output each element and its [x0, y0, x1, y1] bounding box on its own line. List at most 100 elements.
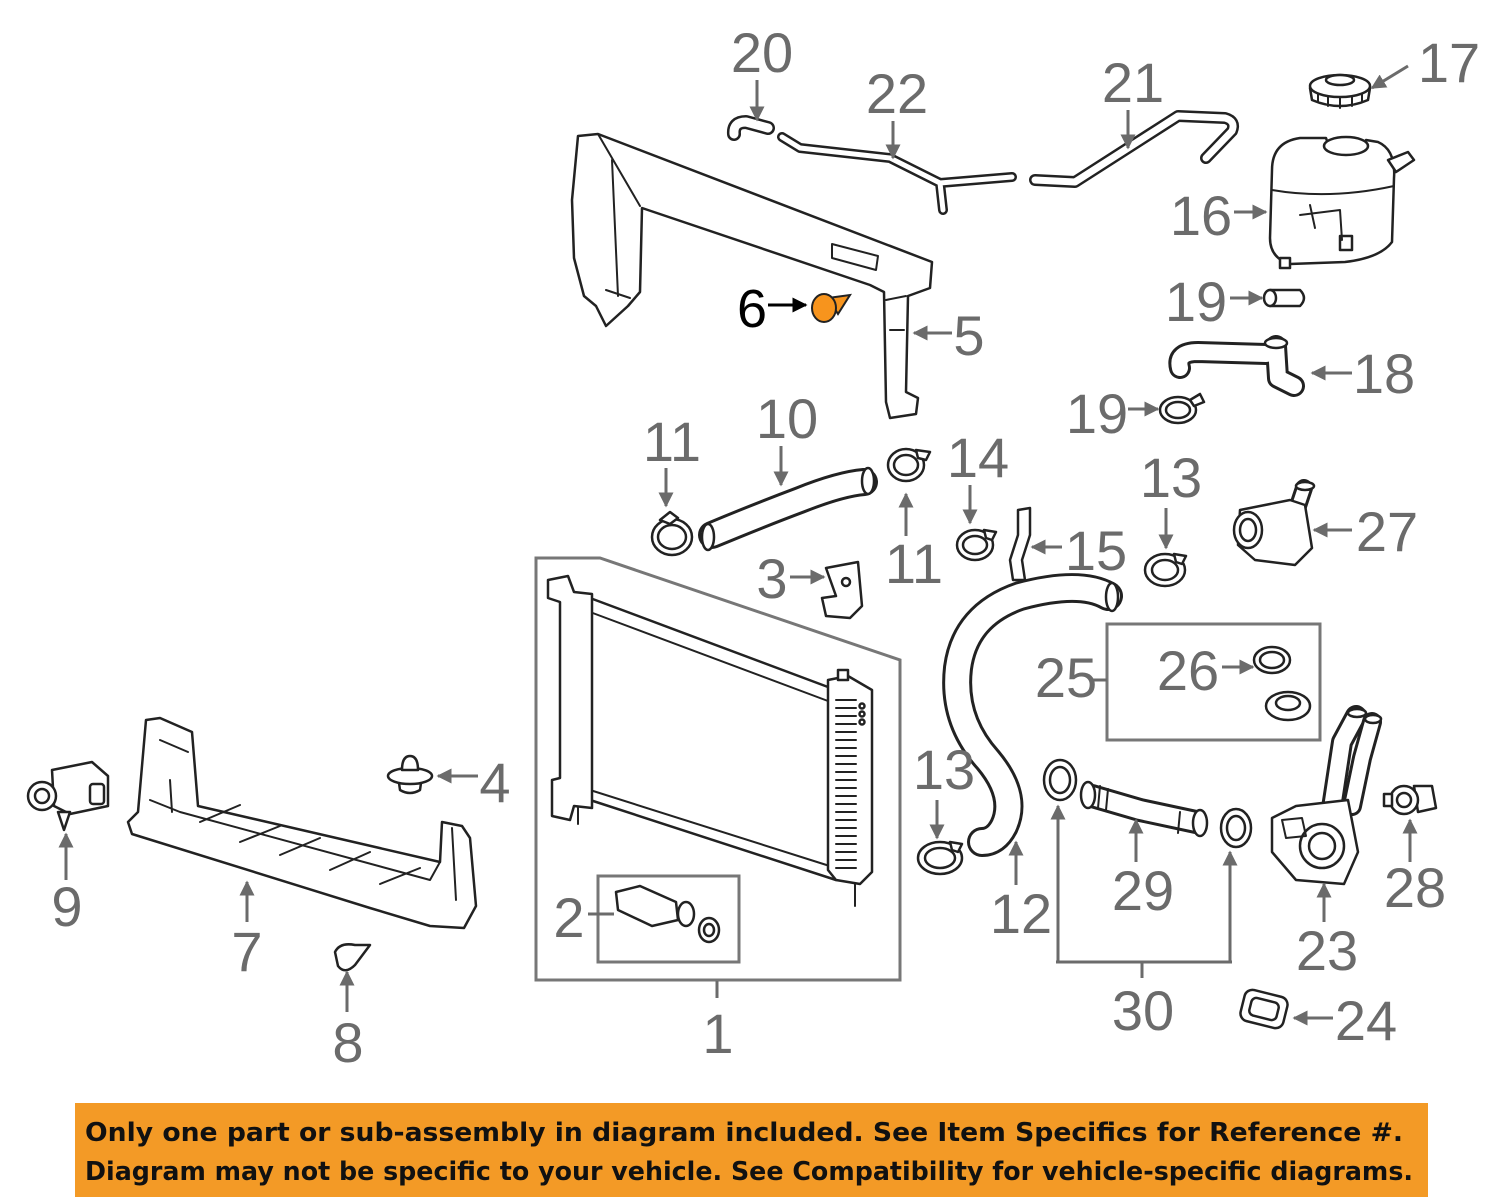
hose-end	[1263, 336, 1289, 350]
hose-end	[700, 522, 716, 552]
disclaimer-line-1: Only one part or sub-assembly in diagram…	[85, 1118, 1403, 1148]
outlet-tube-inner	[1324, 708, 1364, 816]
grommet-inner	[1274, 694, 1302, 712]
pin-head	[400, 754, 420, 772]
baffle-detail-lines	[597, 133, 907, 331]
coolant-pipe-part	[1079, 780, 1209, 838]
disclaimer-line-2: Diagram may not be specific to your vehi…	[85, 1157, 1413, 1187]
radiator-core-bands	[589, 611, 837, 869]
callout-30: 30	[1112, 979, 1174, 1042]
air-sensor-part	[26, 760, 110, 832]
sensor-subassembly-box	[596, 874, 741, 964]
callout-28: 28	[1384, 856, 1446, 919]
sensor-connector	[88, 782, 106, 806]
hose-clamp-part	[955, 528, 998, 562]
radiator-tank-dot	[858, 718, 866, 726]
sensor-head-hole	[1395, 791, 1413, 809]
callout-13-lower: 13	[913, 738, 975, 801]
callout-9: 9	[51, 875, 82, 938]
housing-tube-end	[1294, 480, 1316, 492]
callout-8: 8	[332, 1011, 363, 1074]
reservoir-outlet	[1278, 256, 1292, 270]
radiator-tank-fins	[835, 699, 857, 869]
reservoir-tab	[1338, 234, 1354, 252]
reservoir-detail-lines	[1271, 185, 1395, 241]
callout-24: 24	[1335, 989, 1397, 1052]
outlet-tube-end	[1346, 707, 1368, 719]
clamp-hole	[656, 523, 688, 551]
callout-1: 1	[702, 1002, 733, 1065]
callout-10: 10	[756, 387, 818, 450]
callout-27: 27	[1356, 500, 1418, 563]
sensor-tip	[676, 900, 696, 928]
radiator-tank-dot	[858, 710, 866, 718]
clamp-tab	[658, 510, 680, 526]
callout-12: 12	[990, 882, 1052, 945]
push-pin-part	[386, 754, 434, 795]
callout-labels: 20 22 21 17 16 6 5 19 18 19 11 10 14 13 …	[51, 21, 1480, 1074]
clamp-hole	[1164, 400, 1192, 420]
clamp-end	[1262, 288, 1278, 308]
hose-end	[1104, 581, 1120, 613]
radiator-part	[546, 574, 874, 907]
upper-radiator-hose-part	[698, 466, 878, 552]
callout-11-right: 11	[885, 532, 943, 595]
o-ring-right-hole	[1225, 814, 1247, 842]
callout-21: 21	[1102, 51, 1164, 114]
pipe-end	[1191, 808, 1209, 838]
hose-clamp-part	[1143, 552, 1188, 588]
highlighted-clip-part	[811, 293, 852, 323]
radiator-bracket-part	[820, 560, 864, 620]
retainer-clip-part	[333, 943, 372, 972]
callout-17: 17	[1418, 31, 1480, 94]
clip-head	[811, 293, 837, 323]
clamp-hole	[892, 453, 920, 477]
clamp-tab	[1172, 552, 1188, 566]
callout-7: 7	[231, 920, 262, 983]
callout-19-upper: 19	[1165, 270, 1227, 333]
clamp-hole	[961, 534, 989, 556]
bracket-hole	[840, 576, 852, 588]
lower-air-deflector-part	[126, 716, 478, 930]
callout-25: 25	[1035, 646, 1097, 709]
sensor-tip	[56, 810, 72, 832]
clamp-tab	[948, 840, 964, 854]
clamp-tab	[1188, 392, 1206, 408]
thermostat-housing-part	[1232, 479, 1316, 567]
clamp-tab	[982, 528, 998, 542]
coolant-reservoir-part	[1268, 135, 1416, 270]
leader-arrow-17	[1370, 64, 1409, 90]
radiator-assembly-box	[534, 556, 902, 982]
o-ring-left-hole	[1048, 765, 1072, 795]
disclaimer-banner: Only one part or sub-assembly in diagram…	[75, 1103, 1428, 1197]
radiator-left-tank	[546, 574, 594, 822]
reservoir-cap-part	[1308, 73, 1372, 109]
pipe-beads	[1097, 785, 1181, 834]
clip-outline	[333, 943, 372, 972]
seal-kit-box	[1105, 622, 1322, 742]
sensor-port-hole	[33, 787, 51, 805]
temperature-sensor-part	[614, 884, 721, 944]
seal-part	[1252, 645, 1312, 722]
outlet-tube-inner	[1345, 715, 1379, 813]
clamp-tab	[914, 448, 932, 462]
sensor-washer-hole	[702, 922, 716, 938]
seal-ring-hole	[1258, 650, 1286, 670]
outlet-tube-end	[1363, 713, 1383, 725]
clamp-band	[1268, 288, 1306, 308]
tube-inner	[1031, 112, 1237, 186]
hose-inner	[1171, 338, 1302, 394]
hose-clamp-part	[1262, 288, 1306, 308]
cap-ridges	[1317, 93, 1363, 109]
hose-clamp-part	[886, 447, 932, 483]
callout-3: 3	[756, 547, 787, 610]
clamp-hole	[1150, 558, 1180, 582]
clamp-hole	[923, 846, 957, 870]
callout-20: 20	[731, 21, 793, 84]
hose-inner	[701, 471, 875, 546]
bypass-hose-part	[1168, 335, 1305, 397]
callout-18: 18	[1353, 342, 1415, 405]
baffle-outline	[570, 132, 934, 420]
radiator-pins	[577, 807, 856, 907]
